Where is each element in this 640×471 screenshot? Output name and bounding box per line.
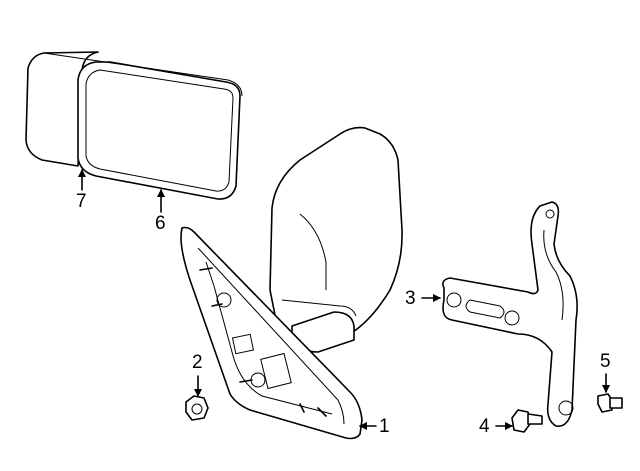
callout-1: 1 bbox=[379, 416, 390, 437]
callout-5: 5 bbox=[600, 351, 611, 372]
screw bbox=[597, 393, 623, 413]
callout-6: 6 bbox=[155, 213, 166, 234]
callout-7: 7 bbox=[76, 191, 87, 212]
mirror-glass bbox=[43, 52, 243, 200]
mirror-base bbox=[180, 226, 363, 440]
nut bbox=[185, 395, 209, 421]
leader-lines bbox=[78, 169, 610, 430]
callout-3: 3 bbox=[405, 288, 416, 309]
mirror-housing bbox=[269, 126, 403, 353]
mirror-bracket bbox=[442, 201, 578, 427]
callout-2: 2 bbox=[192, 352, 203, 373]
bolt bbox=[511, 409, 543, 433]
callout-4: 4 bbox=[479, 416, 490, 437]
